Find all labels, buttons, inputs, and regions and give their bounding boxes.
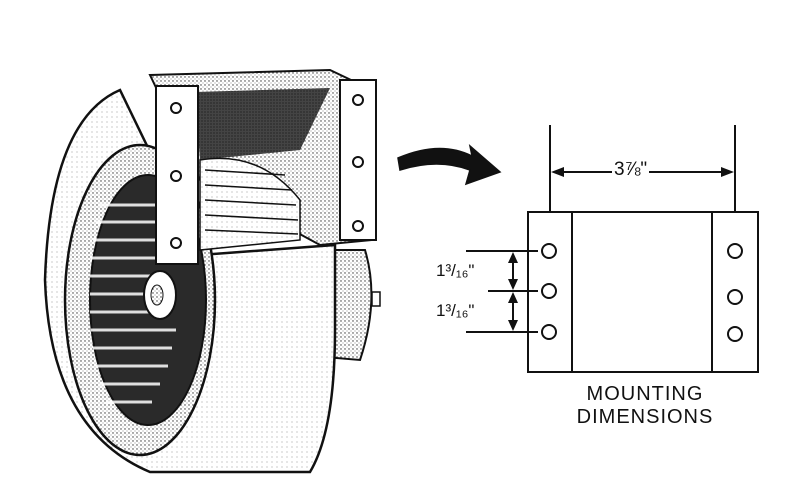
housing-inner-shade bbox=[195, 88, 330, 160]
left-bracket-hole-1 bbox=[170, 102, 182, 114]
right-bracket-hole-2 bbox=[352, 156, 364, 168]
right-bracket-hole-1 bbox=[352, 94, 364, 106]
motor-tab bbox=[371, 291, 381, 307]
left-bracket-hole-3 bbox=[170, 237, 182, 249]
mounting-diagram bbox=[466, 125, 759, 373]
plate-hole-left-2 bbox=[541, 283, 557, 299]
upper-fan-wheel bbox=[199, 157, 301, 251]
curved-arrow bbox=[397, 143, 502, 186]
diagram-caption: MOUNTING DIMENSIONS bbox=[545, 383, 745, 429]
right-bracket-hole-3 bbox=[352, 220, 364, 232]
plate-hole-left-3 bbox=[541, 324, 557, 340]
width-arrow-left bbox=[551, 167, 564, 177]
plate-hole-left-1 bbox=[541, 243, 557, 259]
hole-spacing-label-upper: 1³/₁₆" bbox=[436, 261, 475, 280]
caption-line-1: MOUNTING bbox=[586, 383, 704, 405]
mounting-plate bbox=[527, 211, 759, 373]
hole-spacing-label-lower: 1³/₁₆" bbox=[436, 301, 475, 320]
width-arrow-right bbox=[721, 167, 734, 177]
plate-hole-right-1 bbox=[727, 243, 743, 259]
plate-hole-right-3 bbox=[727, 326, 743, 342]
left-bracket-hole-2 bbox=[170, 170, 182, 182]
blower-illustration bbox=[43, 68, 381, 474]
plate-hole-right-2 bbox=[727, 289, 743, 305]
width-dimension-label: 3⅞" bbox=[612, 159, 650, 180]
caption-line-2: DIMENSIONS bbox=[576, 406, 714, 428]
